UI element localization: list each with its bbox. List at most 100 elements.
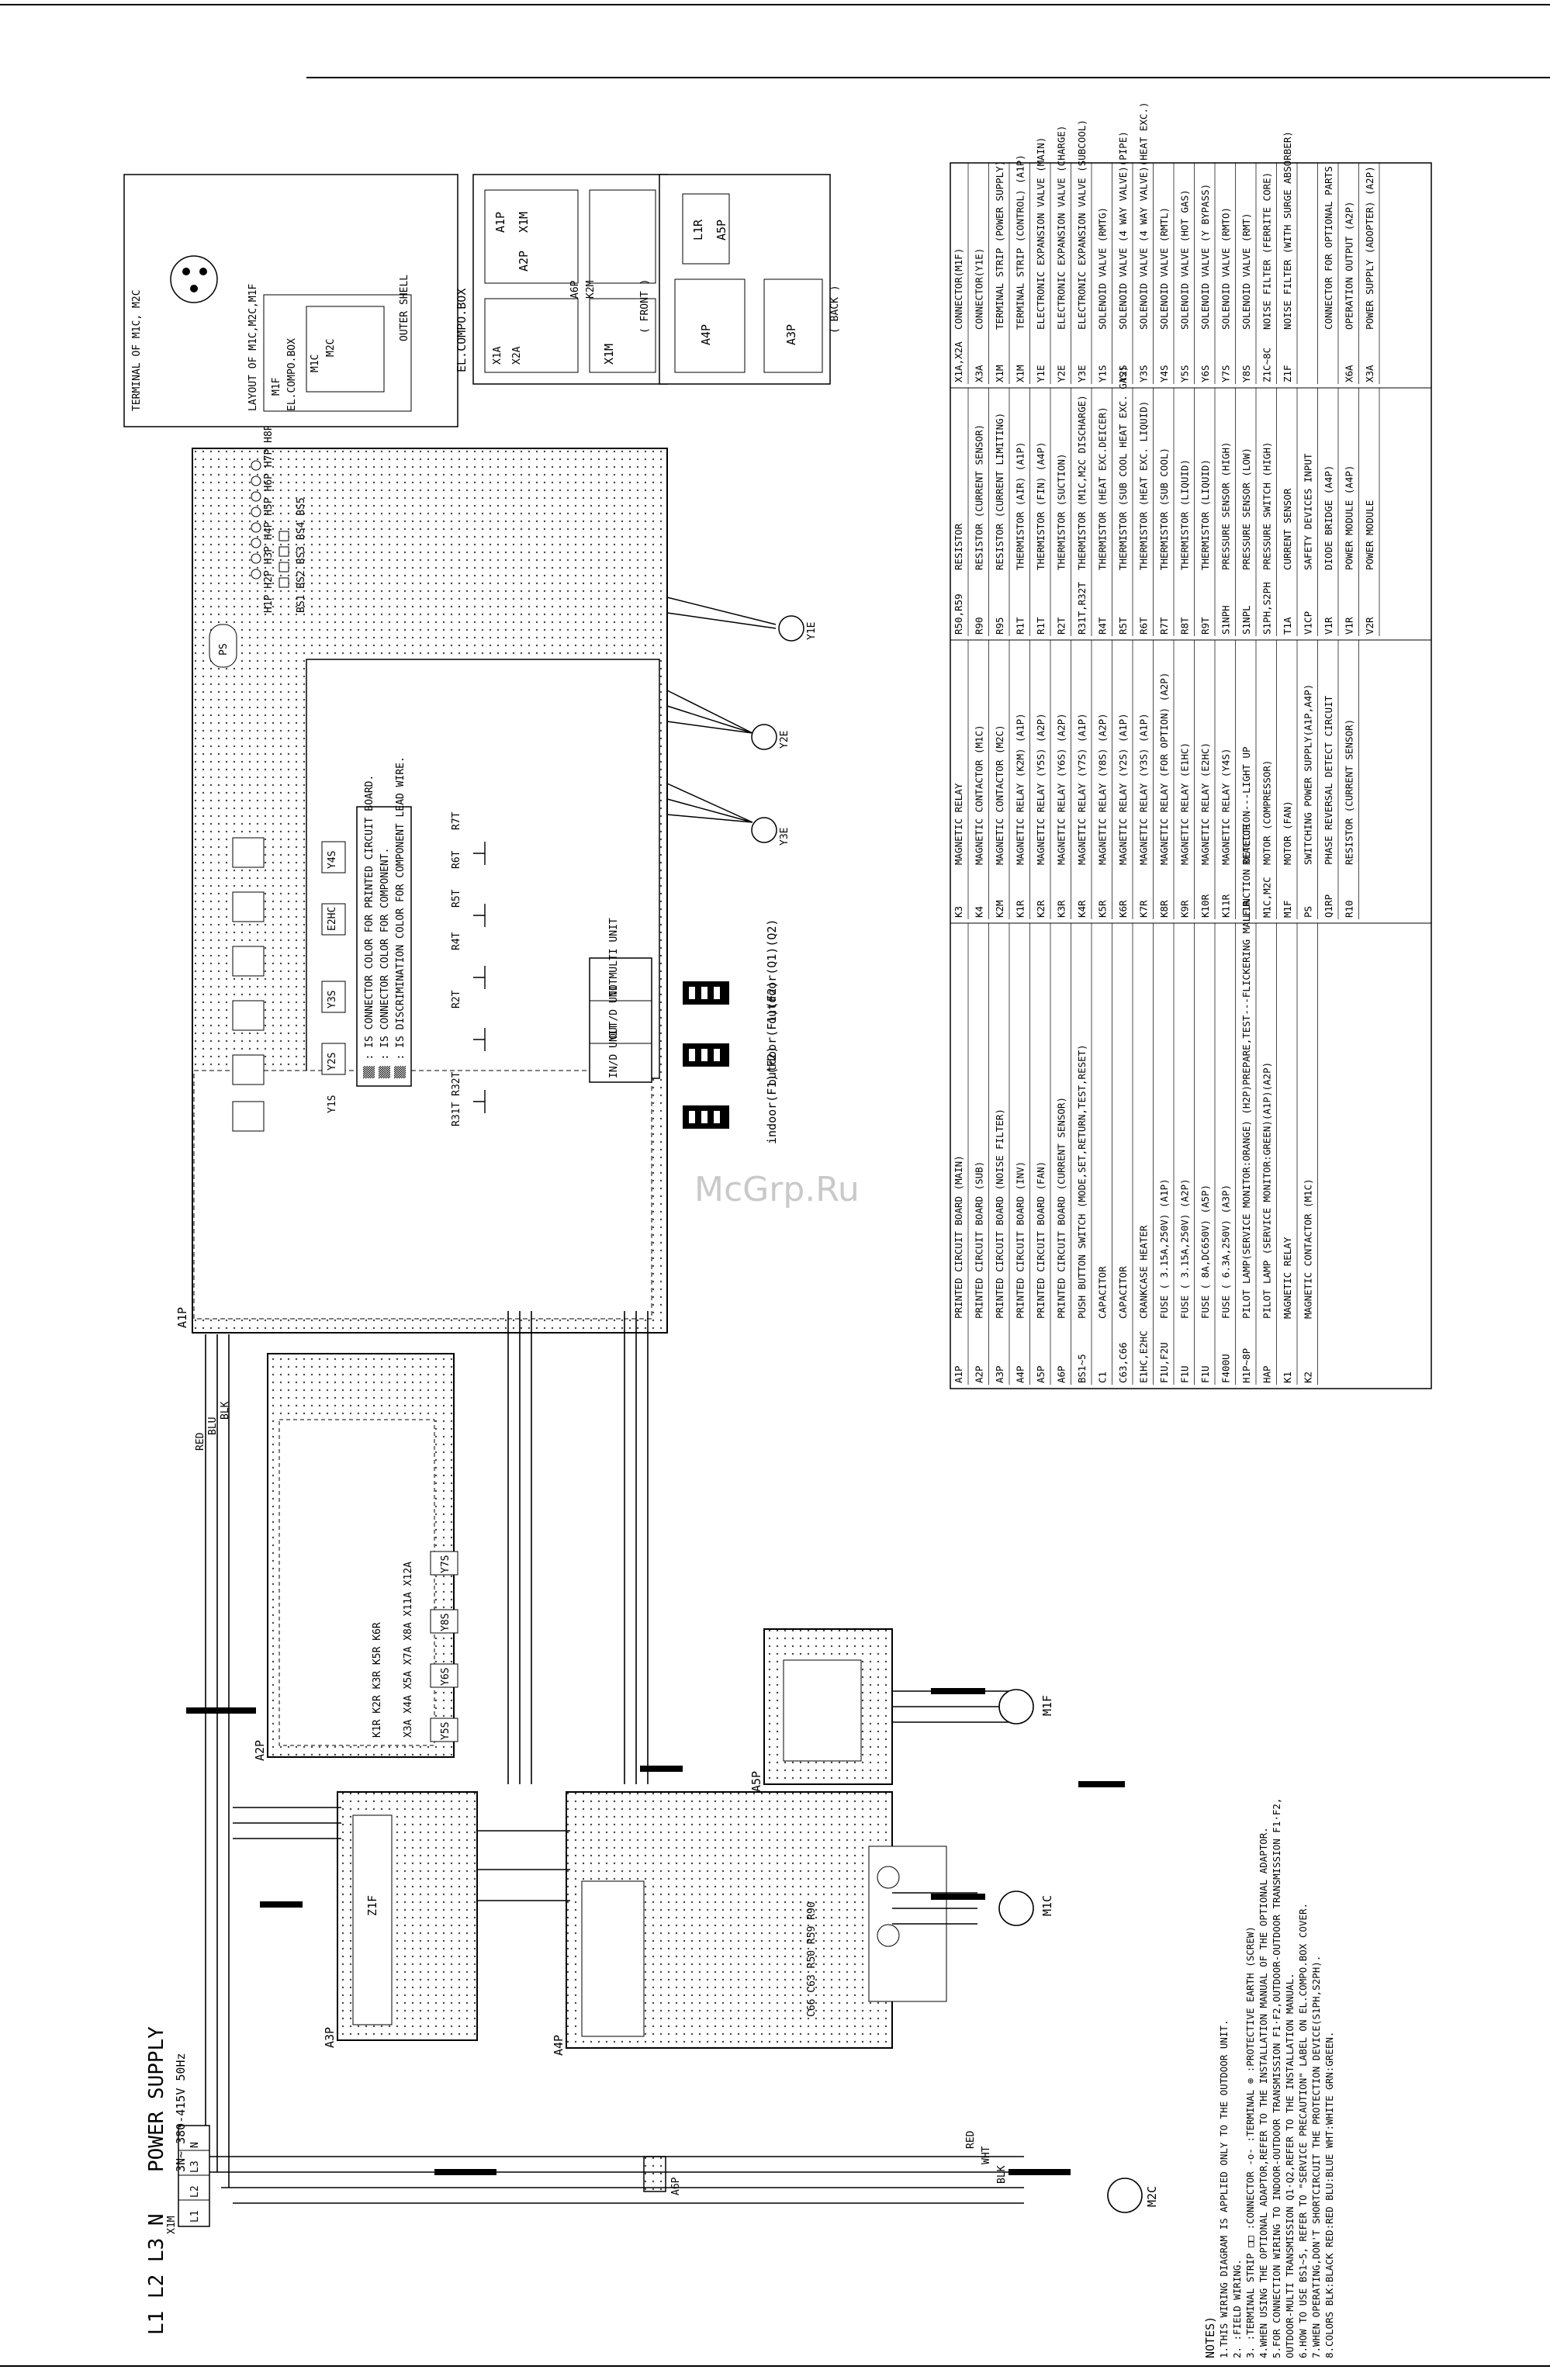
table-code: Y4S (1158, 365, 1170, 382)
table-description: CAPACITOR (1117, 1266, 1129, 1319)
svg-text:L3: L3 (189, 2160, 201, 2173)
el-compo-box: EL.COMPO.BOX ( FRONT ) ( BACK ) A1P X1M … (455, 174, 841, 385)
table-description: MAGNETIC RELAY (Y7S) (A1P) (1076, 713, 1088, 865)
table-code: E1HC,E2HC (1138, 1330, 1150, 1383)
table-description: MAGNETIC RELAY (FOR OPTION) (A2P) (1158, 673, 1170, 865)
table-description: THERMISTOR (LIQUID) (1199, 459, 1211, 570)
table-description: PRINTED CIRCUIT BOARD (MAIN) (953, 1155, 964, 1319)
table-description: SOLENOID VALVE (4 WAY VALVE)(PIPE) (1117, 131, 1129, 330)
svg-text:Z1F: Z1F (365, 1895, 379, 1916)
table-description: POWER MODULE (A4P) (1344, 465, 1355, 570)
table-code: A2P (974, 1365, 985, 1383)
table-description: REACTOR (1240, 824, 1252, 865)
table-code: Y2S (1117, 365, 1129, 382)
table-code: K2 (1303, 1372, 1314, 1383)
table-code: Y1E (1035, 365, 1047, 382)
table-code: K1 (1282, 1372, 1293, 1383)
table-description: MAGNETIC CONTACTOR (M1C) (1303, 1178, 1314, 1319)
svg-text:K2M: K2M (585, 280, 597, 299)
table-code: F1U (1179, 1365, 1191, 1383)
transmission-outputs: indoor(F1)(F2) outdoor(F1)(F2) outdoor(Q… (683, 919, 779, 1144)
svg-text:7.WHEN OPERATING,DON'T SHORTCI: 7.WHEN OPERATING,DON'T SHORTCIRCUIT THE … (1310, 1956, 1322, 2358)
table-code: K3R (1056, 900, 1067, 918)
table-code: R7T (1158, 617, 1170, 635)
board-a3p: Z1F A3P (323, 1791, 478, 2048)
table-code: R4T (1097, 617, 1109, 635)
svg-text:K1R K2R K3R K5R K6R: K1R K2R K3R K5R K6R (372, 1622, 383, 1738)
svg-text:A1P: A1P (493, 212, 507, 233)
watermark: McGrp.Ru (694, 1170, 860, 1209)
table-description: SOLENOID VALVE (RMTL) (1158, 207, 1170, 330)
table-description: FUSE ( 3.15A,250V) (A2P) (1179, 1178, 1191, 1319)
table-description: PRINTED CIRCUIT BOARD (INV) (1015, 1161, 1026, 1319)
board-a5p: A5P (749, 1628, 893, 1792)
svg-text:Y5S: Y5S (440, 1722, 452, 1740)
table-description: PRINTED CIRCUIT BOARD (CURRENT SENSOR) (1056, 1097, 1067, 1319)
svg-text:Y1E: Y1E (806, 622, 818, 640)
table-description: OPERATION OUTPUT (A2P) (1344, 201, 1355, 330)
table-code: C63,C66 (1117, 1342, 1129, 1383)
svg-text:Y7S: Y7S (440, 1555, 452, 1573)
motors (998, 1689, 1143, 2213)
svg-text:WHT: WHT (981, 2146, 992, 2164)
table-code: A4P (1015, 1365, 1026, 1383)
legend-note-2: ▒▒ : IS CONNECTOR COLOR FOR COMPONENT. (378, 848, 391, 1078)
table-description: THERMISTOR (SUB COOL) (1158, 448, 1170, 570)
table-code: T1A (1282, 617, 1293, 635)
table-description: ELECTRONIC EXPANSION VALVE (MAIN) (1035, 137, 1047, 330)
svg-text:M2C: M2C (325, 339, 337, 357)
table-description: MAGNETIC RELAY (Y2S) (A1P) (1117, 713, 1129, 865)
table-description: MAGNETIC RELAY (Y6S) (A2P) (1056, 713, 1067, 865)
table-code: X1A,X2A (953, 341, 964, 382)
trans-multi: outdoor(Q1)(Q2) (765, 919, 779, 1024)
table-description: MOTOR (COMPRESSOR) (1261, 760, 1273, 865)
svg-text:BLU: BLU (207, 1417, 219, 1435)
table-code: V1R (1344, 617, 1355, 635)
table-code: K2M (994, 900, 1005, 918)
svg-text:PS: PS (218, 643, 230, 656)
table-code: R8T (1179, 617, 1191, 635)
table-description: PRINTED CIRCUIT BOARD (SUB) (974, 1161, 985, 1319)
table-code: R6T (1138, 617, 1150, 635)
svg-text:A6P: A6P (569, 280, 581, 299)
table-description: MAGNETIC RELAY (Y4S) (1220, 748, 1232, 865)
svg-text:5.FOR CONNECTION WIRING TO IND: 5.FOR CONNECTION WIRING TO INDOOR-OUTDOO… (1271, 1798, 1282, 2358)
table-code: R10 (1344, 900, 1355, 918)
svg-text:M1F: M1F (271, 377, 282, 396)
table-description: SOLENOID VALVE (4 WAY VALVE)(HEAT EXC.) (1138, 102, 1150, 330)
svg-text:BLK: BLK (996, 2165, 1008, 2184)
table-code: Q1RP (1323, 894, 1334, 918)
svg-text:A2P: A2P (517, 251, 531, 272)
svg-text:EL.COMPO.BOX: EL.COMPO.BOX (455, 289, 469, 372)
legend-note-1: ▒▒ : IS CONNECTOR COLOR FOR PRINTED CIRC… (362, 775, 375, 1078)
table-code: R90 (974, 617, 985, 635)
svg-text:X1M: X1M (517, 212, 531, 233)
svg-text:L1R: L1R (691, 219, 705, 240)
table-code: R5T (1117, 617, 1129, 635)
table-description: SAFETY DEVICES INPUT (1303, 453, 1314, 570)
table-code: HAP (1261, 1365, 1273, 1383)
trans-outdoor: outdoor(F1)(F2) (765, 981, 779, 1086)
table-code: F400U (1220, 1354, 1232, 1383)
table-code: K7R (1138, 900, 1150, 918)
table-description: SOLENOID VALVE (RMTO) (1220, 207, 1232, 330)
legend-note-3: ▒▒ : IS DISCRIMINATION COLOR FOR COMPONE… (393, 756, 407, 1078)
ferrite-cores (186, 1688, 1125, 2175)
svg-text:RED: RED (965, 2130, 977, 2149)
a2p-label: A2P (253, 1740, 267, 1761)
svg-text:Y3S: Y3S (327, 991, 338, 1008)
table-description: PRESSURE SWITCH (HIGH) (1261, 441, 1273, 570)
table-code: F1U,F2U (1158, 1342, 1170, 1383)
svg-text:R4T: R4T (451, 932, 462, 950)
table-code: Y2E (1056, 365, 1067, 382)
table-code: H1P~8P (1240, 1348, 1252, 1383)
svg-text:M1C: M1C (310, 355, 321, 372)
table-code: Y1S (1097, 365, 1109, 382)
svg-text:A5P: A5P (714, 220, 728, 240)
svg-text:6.HOW TO USE BS1~5, REFER TO ": 6.HOW TO USE BS1~5, REFER TO "SERVICE PR… (1297, 1903, 1309, 2358)
table-code: R9T (1199, 617, 1211, 635)
table-description: THERMISTOR (HEAT EXC.DEICER) (1097, 406, 1109, 570)
table-description: THERMISTOR (LIQUID) (1179, 459, 1191, 570)
table-code: Y5S (1179, 365, 1191, 382)
svg-text:E2HC: E2HC (327, 907, 338, 931)
